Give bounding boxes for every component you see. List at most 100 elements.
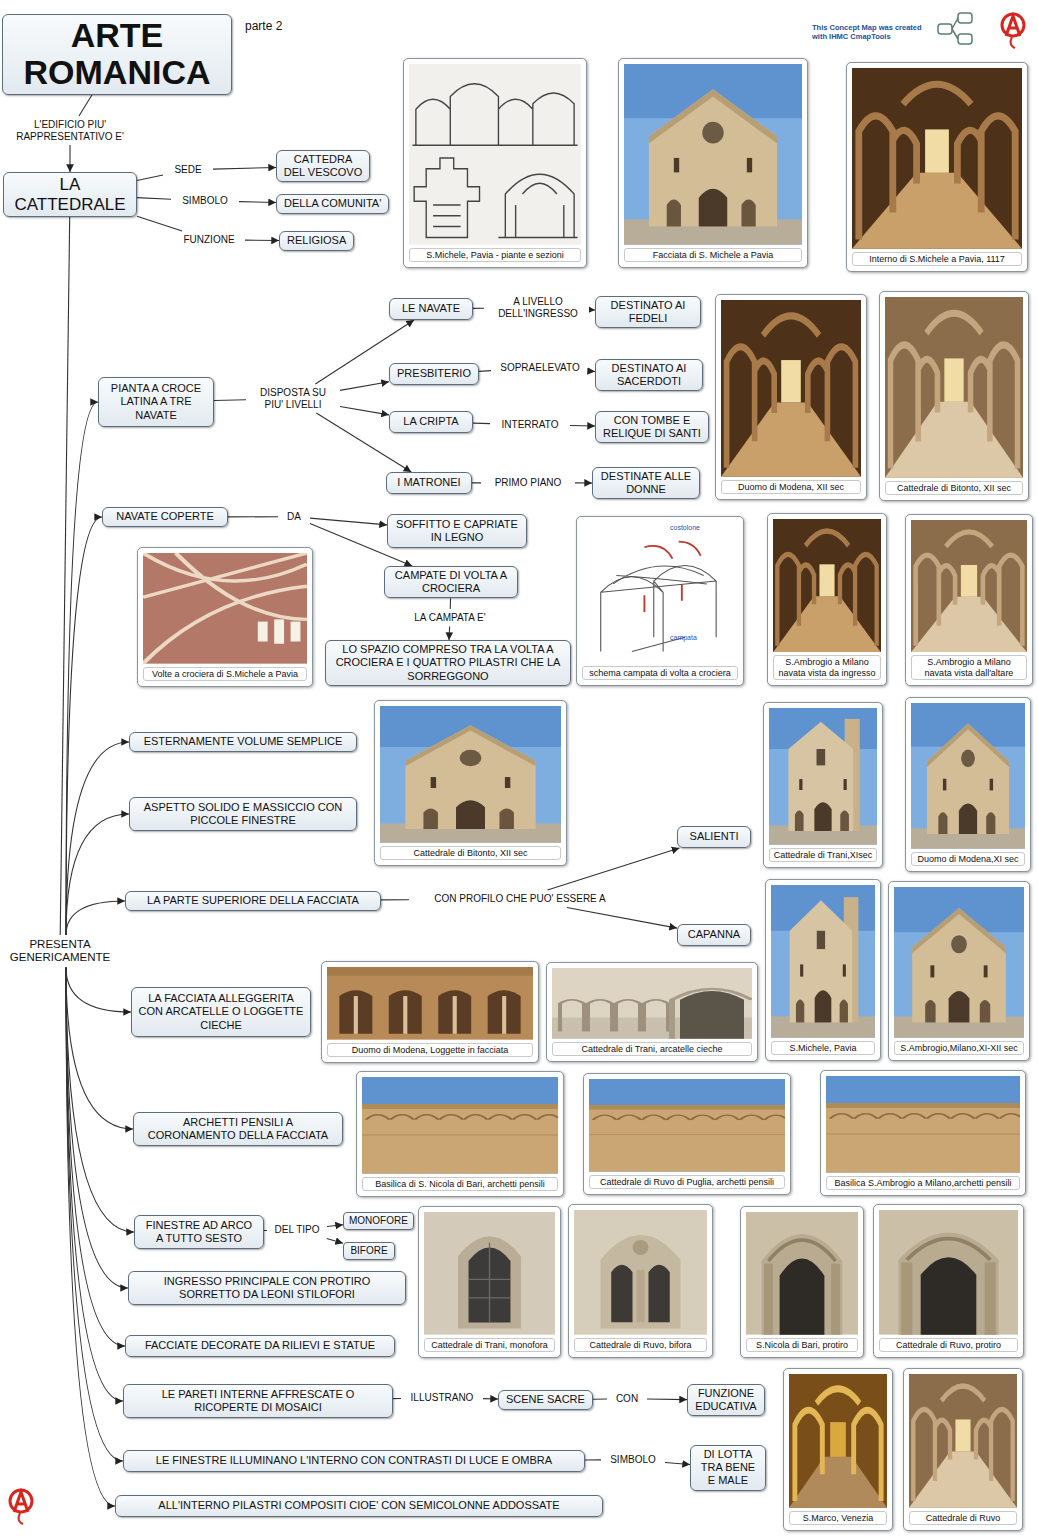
photo-frame: S.Nicola di Bari, protiro (740, 1206, 864, 1358)
node-text: FUNZIONE EDUCATIVA (694, 1387, 758, 1413)
linking-phrase: FUNZIONE (176, 234, 242, 246)
connector (473, 308, 484, 309)
photo-drawing (624, 64, 802, 245)
node-text: ARTE ROMANICA (11, 17, 223, 92)
node-text: LE NAVATE (402, 302, 460, 315)
photo-illustration (826, 1076, 1020, 1173)
photo-drawing (826, 1076, 1020, 1173)
node-text: SALIENTI (690, 830, 739, 843)
photo-caption: Interno di S.Michele a Pavia, 1117 (852, 252, 1022, 266)
photo-drawing (409, 64, 581, 245)
photo-caption: Cattedrale di Trani,XIsec (769, 848, 877, 862)
connector (66, 901, 125, 935)
connector (340, 407, 389, 415)
connector (393, 1398, 401, 1399)
photo-frame: Basilica di S. Nicola di Bari, archetti … (356, 1071, 564, 1197)
concept-box: LO SPAZIO COMPRESO TRA LA VOLTA A CROCIE… (325, 640, 571, 686)
concept-box: I MATRONEI (386, 472, 472, 494)
linking-phrase: SEDE (166, 164, 210, 176)
photo-frame: Cattedrale di Trani,XIsec (763, 702, 883, 868)
node-text: DISPOSTA SU PIU' LIVELLI (250, 387, 336, 410)
photo-frame: S.Michele, Pavia (765, 879, 881, 1061)
connector (66, 967, 123, 1401)
photo-illustration (894, 887, 1024, 1038)
linking-phrase: DEL TIPO (270, 1224, 324, 1236)
logo-icon (998, 12, 1028, 50)
photo-illustration (746, 1212, 858, 1335)
concept-box: SOFFITTO E CAPRIATE IN LEGNO (387, 514, 527, 548)
concept-box: DESTINATE ALLE DONNE (592, 467, 700, 499)
photo-frame: S.Marco, Venezia (783, 1368, 893, 1531)
photo-caption: S.Michele, Pavia - piante e sezioni (409, 248, 581, 262)
photo-frame: Cattedrale di Ruvo di Puglia, archetti p… (583, 1073, 791, 1195)
diagram-label: costolone (670, 524, 734, 532)
photo-illustration (911, 520, 1027, 652)
photo-illustration (909, 1374, 1017, 1508)
connector (264, 1230, 267, 1231)
photo-frame: Duomo di Modena,XI sec (905, 697, 1031, 872)
connector (340, 382, 389, 391)
node-text: DESTINATO AI FEDELI (602, 299, 694, 325)
connector (585, 1459, 601, 1460)
photo-drawing (909, 1374, 1017, 1508)
photo-frame: Interno di S.Michele a Pavia, 1117 (846, 62, 1028, 272)
node-text: SOPRAELEVATO (500, 362, 579, 374)
photo-drawing (789, 1374, 887, 1508)
concept-box: PRESBITERIO (389, 363, 479, 385)
linking-phrase: DA (281, 511, 307, 523)
photo-illustration (771, 885, 875, 1038)
photo-frame: S.Ambrogio,Milano,XI-XII sec (888, 881, 1030, 1061)
node-text: CAPANNA (688, 928, 740, 941)
photo-caption: S.Ambrogio a Milano navata vista dall'al… (911, 655, 1027, 680)
connector (66, 967, 131, 1012)
photo-frame: Cattedrale di Bitonto, XII sec (374, 700, 567, 866)
linking-phrase: SOPRAELEVATO (494, 362, 586, 374)
node-text: ALL'INTERNO PILASTRI COMPOSITI CIOE' CON… (158, 1499, 559, 1512)
photo-frame: schema campata di volta a crociera (576, 516, 744, 686)
photo-drawing (911, 703, 1025, 849)
node-text: LA FACCIATA ALLEGGERITA CON ARCATELLE O … (138, 992, 304, 1032)
photo-caption: Duomo di Modena, Loggette in facciata (327, 1043, 533, 1057)
photo-frame: Cattedrale di Bitonto, XII sec (879, 291, 1029, 501)
linking-phrase: A LIVELLO DELL'INGRESSO (487, 296, 589, 319)
node-text: INGRESSO PRINCIPALE CON PROTIRO SORRETTO… (135, 1275, 399, 1301)
node-text: FINESTRE AD ARCO A TUTTO SESTO (141, 1219, 257, 1245)
photo-caption: Cattedrale di Ruvo, bifora (574, 1338, 707, 1352)
node-text: L'EDIFICIO PIU' RAPPRESENTATIVO E' (5, 119, 135, 142)
photo-illustration (852, 68, 1022, 249)
linking-phrase: LA CAMPATA E' (398, 612, 502, 624)
photo-caption: Volte a crociera di S.Michele a Pavia (143, 667, 307, 681)
photo-caption: Duomo di Modena, XII sec (721, 480, 861, 494)
node-text: DELLA COMUNITA' (284, 197, 381, 210)
photo-drawing (879, 1210, 1018, 1335)
connector (381, 899, 409, 900)
concept-box: DELLA COMUNITA' (276, 194, 389, 214)
connector (66, 967, 115, 1506)
node-text: CON PROFILO CHE PUO' ESSERE A (434, 893, 605, 905)
concept-box: LA FACCIATA ALLEGGERITA CON ARCATELLE O … (131, 987, 311, 1037)
node-text: MONOFORE (349, 1215, 408, 1227)
photo-illustration (879, 1210, 1018, 1335)
photo-drawing (885, 297, 1023, 478)
node-text: DESTINATO AI SACERDOTI (602, 362, 696, 388)
node-text: CATTEDRA DEL VESCOVO (283, 153, 363, 179)
connector (79, 95, 92, 116)
node-text: FACCIATE DECORATE DA RILIEVI E STATUE (145, 1339, 375, 1352)
concept-box: FUNZIONE EDUCATIVA (687, 1384, 765, 1416)
linking-phrase: CON (610, 1393, 644, 1405)
node-text: PRIMO PIANO (495, 477, 562, 489)
photo-drawing (911, 520, 1027, 652)
photo-frame: Volte a crociera di S.Michele a Pavia (137, 547, 313, 687)
connector (327, 1239, 343, 1244)
connector (327, 1225, 343, 1227)
linking-phrase: PRIMO PIANO (484, 477, 572, 489)
concept-box: DESTINATO AI SACERDOTI (595, 359, 703, 391)
concept-box: CATTEDRA DEL VESCOVO (276, 150, 370, 182)
photo-drawing (574, 1210, 707, 1335)
photo-caption: Duomo di Modena,XI sec (911, 852, 1025, 866)
node-text: SIMBOLO (610, 1454, 656, 1466)
photo-drawing (771, 885, 875, 1038)
node-text: DI LOTTA TRA BENE E MALE (697, 1448, 759, 1488)
photo-caption: Cattedrale di Trani, monofora (424, 1338, 555, 1352)
